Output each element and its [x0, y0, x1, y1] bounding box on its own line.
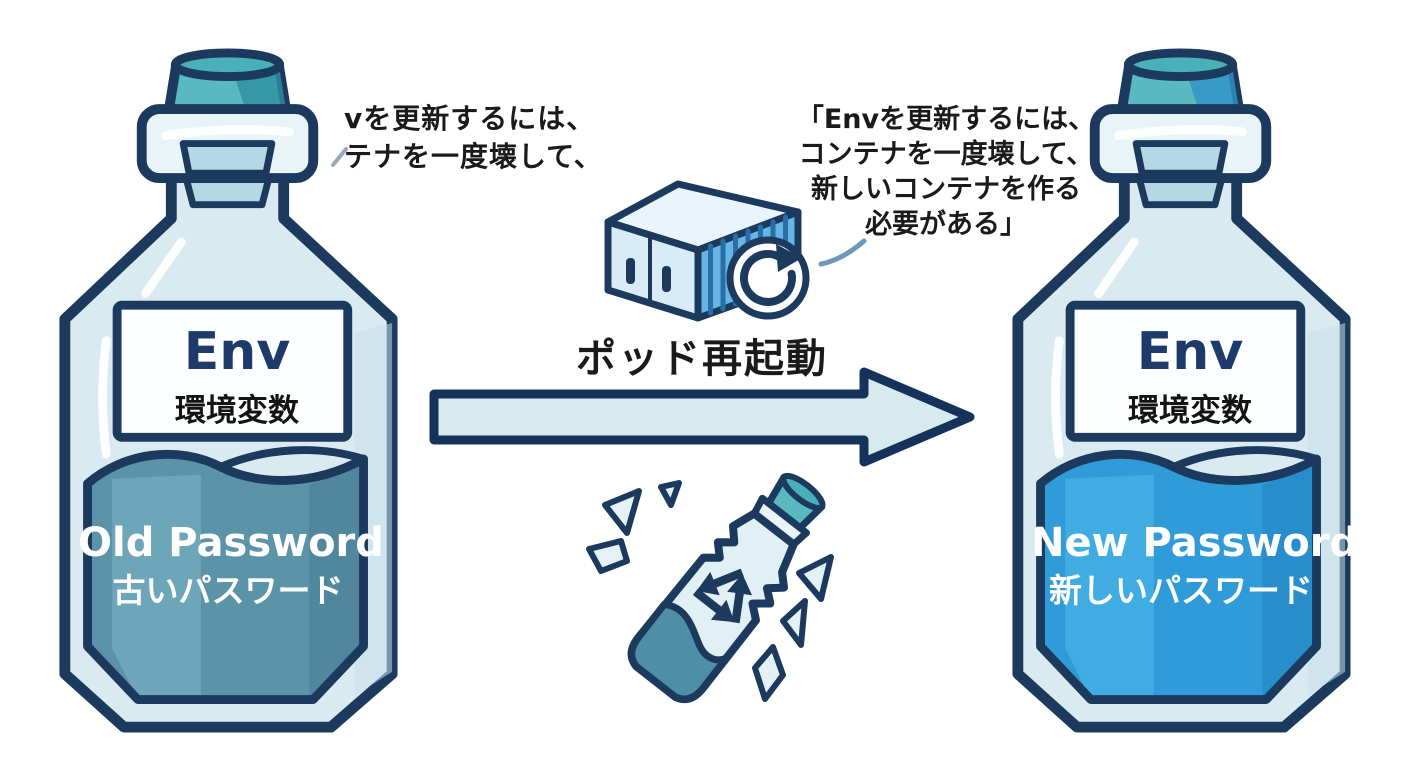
new-password-text: New Password 新しいパスワード: [1031, 518, 1359, 614]
old-password-liquid: [83, 446, 368, 704]
recycle-icon: [692, 568, 753, 624]
left-annotation-line1: vを更新するには、: [344, 102, 596, 135]
bottle-collar: [1089, 104, 1272, 209]
old-bottle-label-subtitle: 環境変数: [175, 393, 299, 429]
old-env-bottle: [55, 45, 400, 735]
new-env-bottle: [1008, 45, 1353, 735]
quote-line1: 「Envを更新するには、: [796, 104, 1096, 135]
old-env-bottle-art: [59, 48, 398, 733]
container-door-handle: [626, 258, 635, 284]
quote-line3: 新しいコンテナを作る: [811, 174, 1081, 205]
broken-bottle-icon: [586, 472, 834, 704]
new-password-line1: New Password: [1031, 520, 1359, 566]
new-bottle-label-title: Env: [1136, 322, 1244, 382]
old-password-line1: Old Password: [78, 520, 384, 566]
glass-highlights: [1051, 237, 1139, 459]
glass-highlights: [98, 237, 186, 459]
quote-line2: コンテナを一度壊して、: [798, 139, 1094, 170]
env-label-box: [1065, 300, 1306, 442]
note-tail-tick: [331, 147, 348, 167]
env-label-box: [112, 300, 353, 442]
new-env-bottle-art: [1012, 48, 1351, 733]
new-bottle-label: Env 環境変数: [1075, 314, 1305, 442]
bottle-collar: [136, 104, 319, 209]
speech-tail: [818, 238, 867, 267]
flow-arrow: [429, 367, 975, 467]
quote-annotation: 「Envを更新するには、 コンテナを一度壊して、 新しいコンテナを作る 必要があ…: [785, 102, 1107, 242]
restart-icon: [726, 236, 810, 320]
left-annotation: vを更新するには、 テナを一度壊して、: [344, 100, 603, 176]
pod-restart-label: ポッド再起動: [576, 336, 828, 382]
new-bottle-label-subtitle: 環境変数: [1128, 393, 1252, 429]
old-bottle-label-title: Env: [183, 322, 291, 382]
old-password-text: Old Password 古いパスワード: [78, 518, 384, 614]
old-password-line2: 古いパスワード: [112, 571, 344, 610]
broken-bottle-body: [627, 472, 826, 704]
glass-shards: [586, 480, 834, 702]
new-password-line2: 新しいパスワード: [1049, 571, 1313, 610]
quote-line4: 必要がある」: [865, 209, 1027, 240]
new-password-liquid: [1036, 446, 1321, 704]
old-bottle-label: Env 環境変数: [122, 314, 352, 442]
container-door-handle: [662, 266, 671, 292]
left-annotation-line2: テナを一度壊して、: [344, 140, 603, 173]
